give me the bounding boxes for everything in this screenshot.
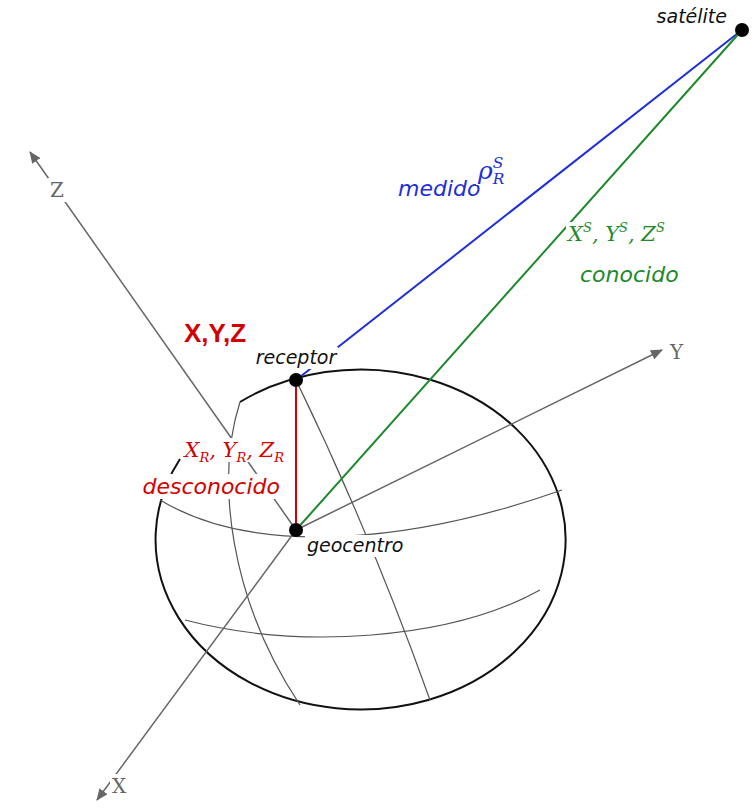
index-letter: R: [199, 450, 209, 465]
index-letter: S: [583, 220, 592, 235]
point-marker: satélite: [735, 23, 749, 37]
edge-label: medido: [396, 176, 482, 201]
meridian-line: [296, 380, 430, 700]
label-text: ρ: [478, 156, 493, 185]
range-line: [301, 35, 738, 525]
label-text: X,Y,Z: [184, 318, 246, 348]
index-letter: S: [493, 154, 504, 172]
y-axis: [296, 350, 662, 530]
z-axis: [30, 152, 296, 530]
point-label: geocentro: [305, 535, 405, 557]
label-text: , Y: [209, 438, 236, 462]
parallel-line: [185, 590, 540, 637]
point-label: satélite: [655, 6, 729, 28]
index-letter: R: [236, 450, 246, 465]
label-text: , Z: [246, 438, 274, 462]
earth-outline: [156, 369, 566, 709]
label-text: X: [568, 222, 583, 246]
label-text: Z: [50, 178, 64, 202]
point-marker: geocentro: [289, 523, 303, 537]
point-marker: receptor: [289, 373, 303, 387]
index-letter: S: [619, 220, 628, 235]
range-line: [302, 34, 737, 375]
point-label: receptor: [254, 347, 339, 369]
edge-label: desconocido: [140, 474, 282, 499]
index-letter: R: [274, 450, 284, 465]
axis-label: X: [110, 774, 128, 798]
axis-label: Z: [48, 178, 66, 202]
label-text: , Y: [592, 222, 619, 246]
pseudorange-symbol: ρSR: [476, 156, 506, 185]
label-text: X: [112, 774, 126, 798]
receiver-coordinates: XR, YR, ZR: [182, 438, 286, 462]
label-text: Y: [670, 340, 683, 364]
satellite-coordinates: XS, YS, ZS: [566, 222, 667, 246]
label-text: X: [184, 438, 199, 462]
x-axis: [97, 530, 296, 800]
index-letter: R: [493, 170, 505, 188]
range-line: [295, 387, 297, 523]
edge-label: conocido: [578, 262, 681, 287]
coordinate-label: X,Y,Z: [182, 318, 248, 349]
axis-label: Y: [668, 340, 685, 364]
label-text: , Z: [628, 222, 656, 246]
index-letter: S: [656, 220, 665, 235]
